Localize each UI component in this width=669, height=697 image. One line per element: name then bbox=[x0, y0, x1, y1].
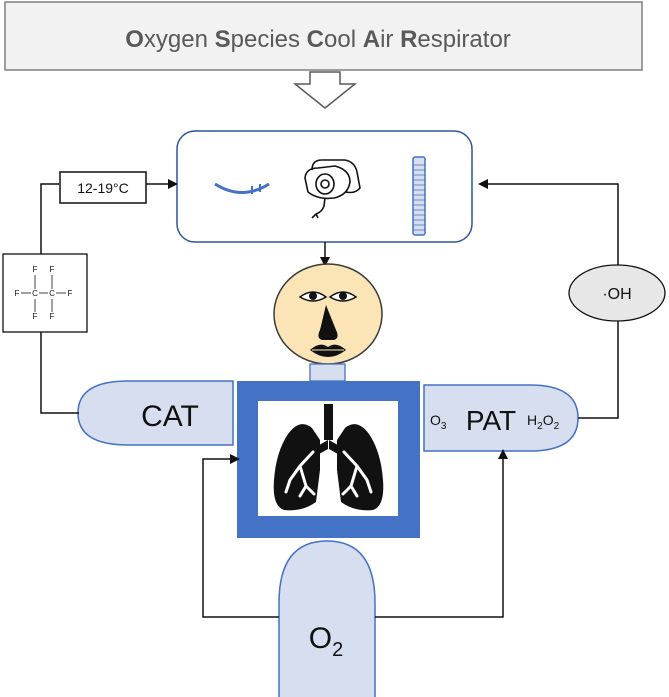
atom-f-bottom-right: F bbox=[50, 312, 55, 321]
banner-title: Oxygen Species Cool Air Respirator bbox=[125, 26, 511, 53]
cat-label: CAT bbox=[141, 400, 199, 433]
molecule-box: F F F F F F C C bbox=[2, 253, 88, 333]
oxygen-shape: O2 bbox=[278, 540, 376, 697]
right-loop-line bbox=[480, 184, 619, 419]
title-banner: Oxygen Species Cool Air Respirator bbox=[4, 1, 643, 71]
molecule-bonds bbox=[21, 275, 66, 312]
atom-c-left: C bbox=[32, 289, 38, 298]
mouthpiece-icon bbox=[214, 182, 270, 194]
lungs-icon bbox=[273, 404, 384, 511]
hydroxyl-radical-ellipse: ·OH bbox=[568, 264, 666, 322]
temperature-label: 12-19°C bbox=[77, 180, 129, 196]
pat-shape: O3 PAT H2O2 bbox=[423, 384, 579, 452]
arrow-oxygen-to-chest bbox=[202, 454, 279, 618]
pat-label: PAT bbox=[466, 405, 516, 436]
atom-f-right: F bbox=[68, 289, 73, 298]
hydroxyl-radical-label: ·OH bbox=[602, 286, 631, 303]
atom-f-bottom-left: F bbox=[33, 312, 38, 321]
temperature-box: 12-19°C bbox=[59, 171, 147, 204]
oxygen-label: O2 bbox=[309, 622, 343, 661]
corrugated-tube-icon bbox=[412, 156, 426, 236]
face-icon bbox=[273, 263, 383, 365]
pat-ozone-label: O3 bbox=[430, 412, 447, 432]
atom-f-top-right: F bbox=[50, 265, 55, 274]
atom-f-left: F bbox=[15, 289, 20, 298]
arrow-oxygen-to-pat bbox=[375, 449, 508, 618]
face-mask-icon bbox=[304, 159, 361, 219]
atom-f-top-left: F bbox=[33, 265, 38, 274]
neck bbox=[309, 363, 346, 382]
left-loop-line bbox=[40, 183, 79, 414]
pat-peroxide-label: H2O2 bbox=[527, 412, 560, 432]
atom-c-right: C bbox=[49, 289, 55, 298]
down-block-arrow bbox=[292, 71, 358, 109]
cat-shape: CAT bbox=[77, 380, 234, 446]
